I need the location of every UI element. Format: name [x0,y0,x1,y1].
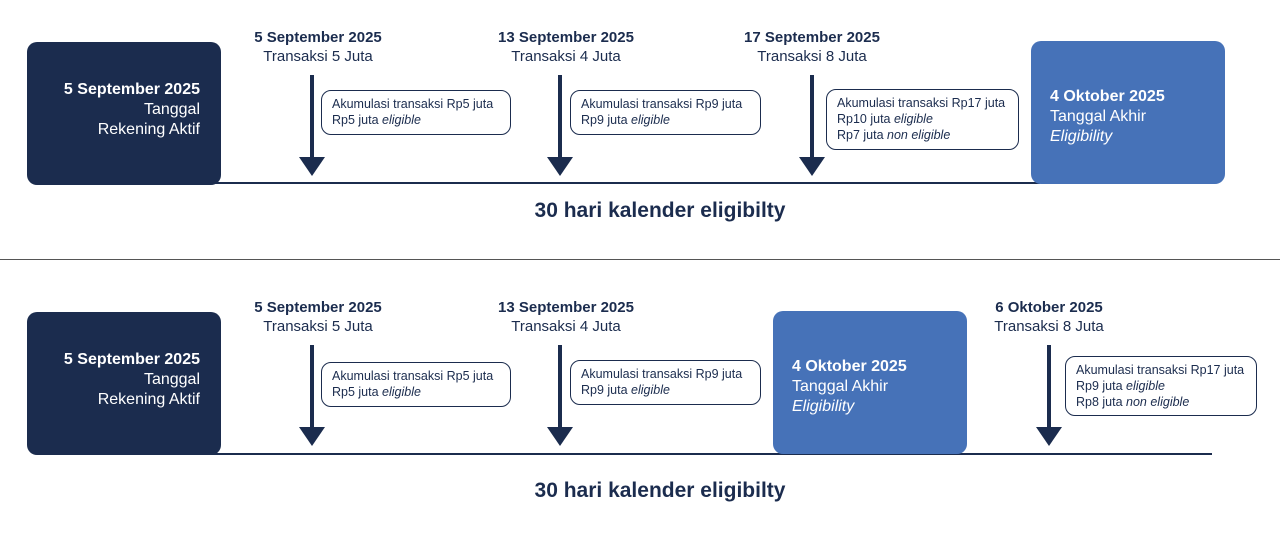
accumulation-note: Akumulasi transaksi Rp17 juta Rp9 juta e… [1065,356,1257,416]
event-header: 13 September 2025 Transaksi 4 Juta [456,298,676,336]
start-label-1: Tanggal [143,101,200,118]
period-caption: 30 hari kalender eligibilty [534,479,786,502]
note-line: Rp9 juta eligible [581,112,760,128]
down-arrow-icon [299,75,325,176]
start-label-2: Rekening Aktif [97,391,200,408]
accumulation-note: Akumulasi transaksi Rp5 juta Rp5 juta el… [321,362,511,407]
amount: Rp5 juta [332,113,383,127]
down-arrow-icon [1036,345,1062,446]
period-caption: 30 hari kalender eligibilty [534,199,786,222]
amount: Rp9 juta [1076,379,1127,393]
event-transaction: Transaksi 4 Juta [511,318,621,335]
timeline-scenario-1: 5 September 2025 Tanggal Rekening Aktif … [0,0,1280,259]
end-label-2: Eligibility [1050,128,1113,145]
event-date: 5 September 2025 [254,299,382,316]
note-line: Rp8 juta non eligible [1076,394,1256,410]
note-line: Rp5 juta eligible [332,384,510,400]
event-transaction: Transaksi 8 Juta [994,318,1104,335]
down-arrow-icon [547,75,573,176]
note-line: Akumulasi transaksi Rp9 juta [581,367,743,381]
accumulation-note: Akumulasi transaksi Rp5 juta Rp5 juta el… [321,90,511,135]
end-date-box: 4 Oktober 2025 Tanggal Akhir Eligibility [1031,41,1225,184]
amount: Rp9 juta [581,113,632,127]
timeline-scenario-2: 5 September 2025 Tanggal Rekening Aktif … [0,270,1280,529]
amount: Rp5 juta [332,385,383,399]
end-date: 4 Oktober 2025 [1050,88,1165,105]
down-arrow-icon [547,345,573,446]
status: eligible [893,112,933,126]
end-label-1: Tanggal Akhir [1050,108,1147,125]
start-date-box: 5 September 2025 Tanggal Rekening Aktif [27,312,221,455]
event-date: 5 September 2025 [254,29,382,46]
amount: Rp8 juta [1076,395,1127,409]
event-date: 17 September 2025 [744,29,880,46]
event-header: 5 September 2025 Transaksi 5 Juta [208,28,428,66]
timeline-axis [210,182,1040,184]
event-transaction: Transaksi 4 Juta [511,48,621,65]
start-date: 5 September 2025 [63,81,200,98]
note-line: Rp10 juta eligible [837,111,1018,127]
event-transaction: Transaksi 8 Juta [757,48,867,65]
status: eligible [1126,379,1165,393]
timeline-axis [198,453,1212,455]
note-line: Rp5 juta eligible [332,112,510,128]
event-header: 13 September 2025 Transaksi 4 Juta [456,28,676,66]
note-line: Akumulasi transaksi Rp5 juta [332,369,494,383]
event-transaction: Transaksi 5 Juta [263,318,373,335]
status: non eligible [887,128,951,142]
event-header: 17 September 2025 Transaksi 8 Juta [702,28,922,66]
down-arrow-icon [799,75,825,176]
amount: Rp7 juta [837,128,888,142]
note-line: Rp9 juta eligible [581,382,760,398]
event-header: 5 September 2025 Transaksi 5 Juta [208,298,428,336]
note-line: Akumulasi transaksi Rp17 juta [837,96,1006,110]
end-date: 4 Oktober 2025 [792,358,907,375]
status: eligible [631,113,670,127]
start-date-box: 5 September 2025 Tanggal Rekening Aktif [27,42,221,185]
note-line: Akumulasi transaksi Rp9 juta [581,97,743,111]
accumulation-note: Akumulasi transaksi Rp17 juta Rp10 juta … [826,89,1019,150]
start-label-2: Rekening Aktif [97,121,200,138]
status: eligible [631,383,670,397]
event-transaction: Transaksi 5 Juta [263,48,373,65]
amount: Rp9 juta [581,383,632,397]
event-date: 13 September 2025 [498,299,634,316]
divider [0,259,1280,260]
note-line: Akumulasi transaksi Rp5 juta [332,97,494,111]
end-label-2: Eligibility [792,398,855,415]
note-line: Rp9 juta eligible [1076,378,1256,394]
status: non eligible [1126,395,1190,409]
status: eligible [382,385,421,399]
accumulation-note: Akumulasi transaksi Rp9 juta Rp9 juta el… [570,90,761,135]
start-date: 5 September 2025 [63,351,200,368]
event-date: 6 Oktober 2025 [995,299,1103,316]
amount: Rp10 juta [837,112,894,126]
end-label-1: Tanggal Akhir [792,378,889,395]
down-arrow-icon [299,345,325,446]
status: eligible [382,113,421,127]
note-line: Akumulasi transaksi Rp17 juta [1076,363,1245,377]
start-label-1: Tanggal [143,371,200,388]
event-header: 6 Oktober 2025 Transaksi 8 Juta [939,298,1159,336]
note-line: Rp7 juta non eligible [837,127,1018,143]
end-date-box: 4 Oktober 2025 Tanggal Akhir Eligibility [773,311,967,454]
event-date: 13 September 2025 [498,29,634,46]
accumulation-note: Akumulasi transaksi Rp9 juta Rp9 juta el… [570,360,761,405]
